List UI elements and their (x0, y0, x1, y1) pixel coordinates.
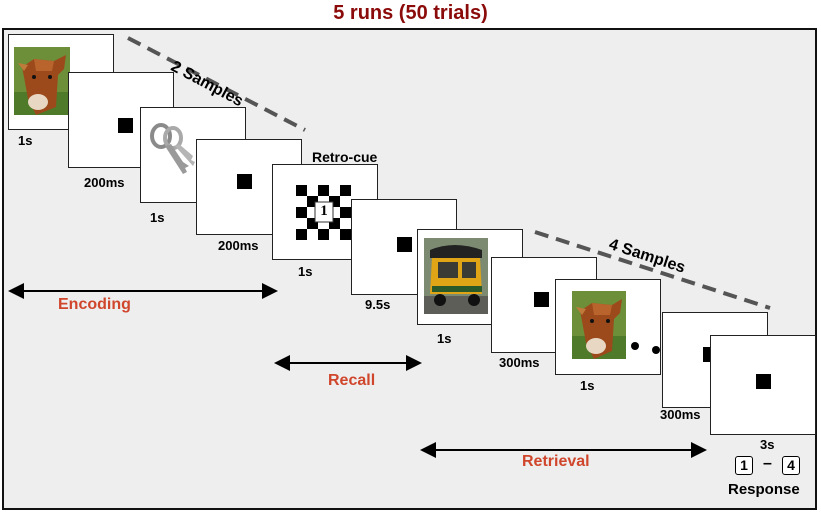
fixation-square-icon (237, 174, 252, 189)
cow-image (14, 47, 70, 115)
fixation-square-icon (397, 237, 412, 252)
duration-label: 200ms (84, 175, 125, 190)
frame-retrieval-sample-2 (555, 279, 661, 375)
duration-label: 200ms (218, 238, 259, 253)
duration-label: 300ms (499, 355, 540, 370)
frame-fixation-6 (710, 335, 816, 435)
fixation-square-icon (756, 374, 771, 389)
duration-label: 3s (760, 437, 775, 452)
checkerboard-icon (296, 185, 351, 240)
retrieval-samples-dashed-line (534, 230, 771, 310)
encoding-samples-dashed-line (127, 36, 306, 132)
fixation-square-icon (118, 118, 133, 133)
response-dash: – (763, 455, 772, 472)
dot-marker (652, 346, 660, 354)
response-key-left: 1 (735, 456, 753, 475)
fixation-square-icon (534, 292, 549, 307)
retro-cue-label: Retro-cue (312, 149, 378, 165)
retro-cue-number: 1 (320, 203, 328, 219)
response-key-right: 4 (782, 456, 800, 475)
duration-label: 1s (580, 378, 595, 393)
duration-label: 300ms (660, 407, 701, 422)
encoding-phase-label: Encoding (58, 296, 131, 313)
auto-rickshaw-image (424, 238, 488, 314)
keys-image (147, 122, 197, 184)
duration-label: 1s (18, 133, 33, 148)
diagram-title: 5 runs (50 trials) (333, 2, 488, 24)
duration-label: 1s (437, 331, 452, 346)
duration-label: 1s (298, 264, 313, 279)
duration-label: 9.5s (365, 297, 391, 312)
dot-marker (631, 342, 639, 350)
recall-phase-label: Recall (328, 372, 376, 389)
duration-label: 1s (150, 210, 165, 225)
cow-image (572, 291, 626, 359)
retrieval-phase-label: Retrieval (522, 453, 590, 470)
response-label: Response (728, 481, 800, 498)
